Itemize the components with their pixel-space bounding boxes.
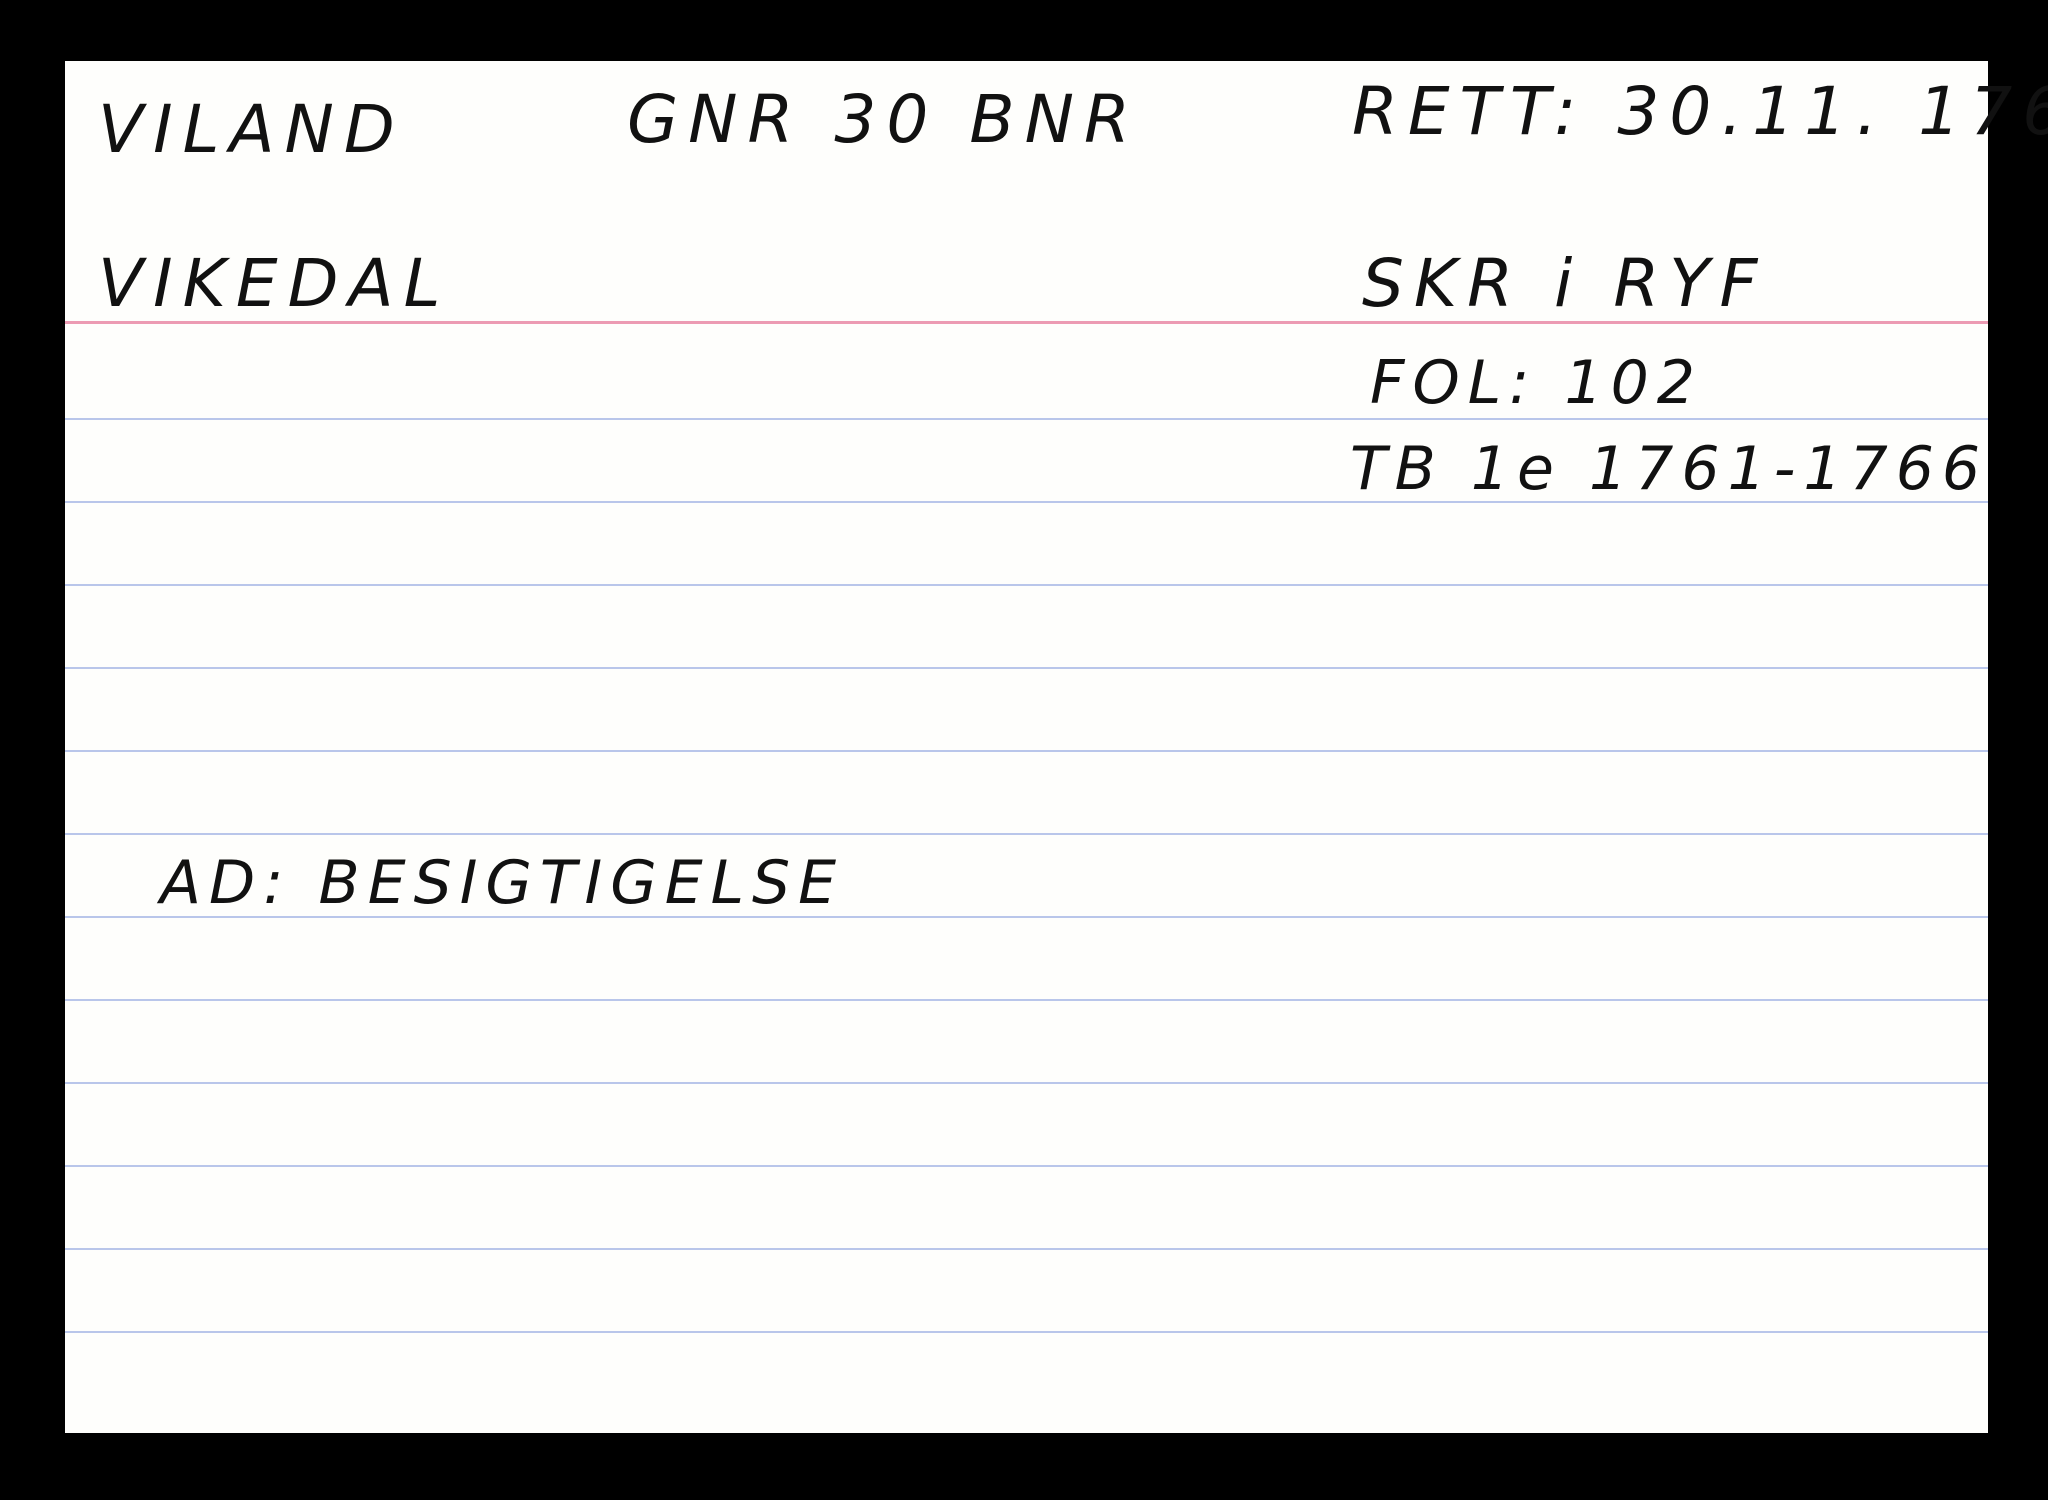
protocol-reference: TB 1e 1761-1766 — [1350, 434, 1989, 504]
index-card: VILAND GNR 30 BNR RETT: 30.11. 1761 VIKE… — [65, 61, 2048, 1433]
ruled-line — [65, 667, 1988, 669]
ruled-line — [65, 916, 1988, 918]
ruled-line — [65, 584, 1988, 586]
folio-number: FOL: 102 — [1370, 348, 1703, 418]
court-date: RETT: 30.11. 1761 — [1352, 73, 2048, 150]
place-name: VILAND — [98, 91, 405, 168]
ruled-line — [65, 1331, 1988, 1333]
source-reference: SKR i RYF — [1362, 245, 1768, 322]
ruled-line — [65, 750, 1988, 752]
ruled-line — [65, 418, 1988, 420]
header-rule — [65, 321, 1988, 324]
subject-text: AD: BESIGTIGELSE — [160, 848, 845, 918]
ruled-line — [65, 501, 1988, 503]
ruled-line — [65, 999, 1988, 1001]
ruled-line — [65, 1248, 1988, 1250]
farm-number: GNR 30 BNR — [627, 81, 1140, 158]
parish-name: VIKEDAL — [98, 245, 451, 322]
ruled-line — [65, 833, 1988, 835]
ruled-line — [65, 1165, 1988, 1167]
ruled-line — [65, 1082, 1988, 1084]
